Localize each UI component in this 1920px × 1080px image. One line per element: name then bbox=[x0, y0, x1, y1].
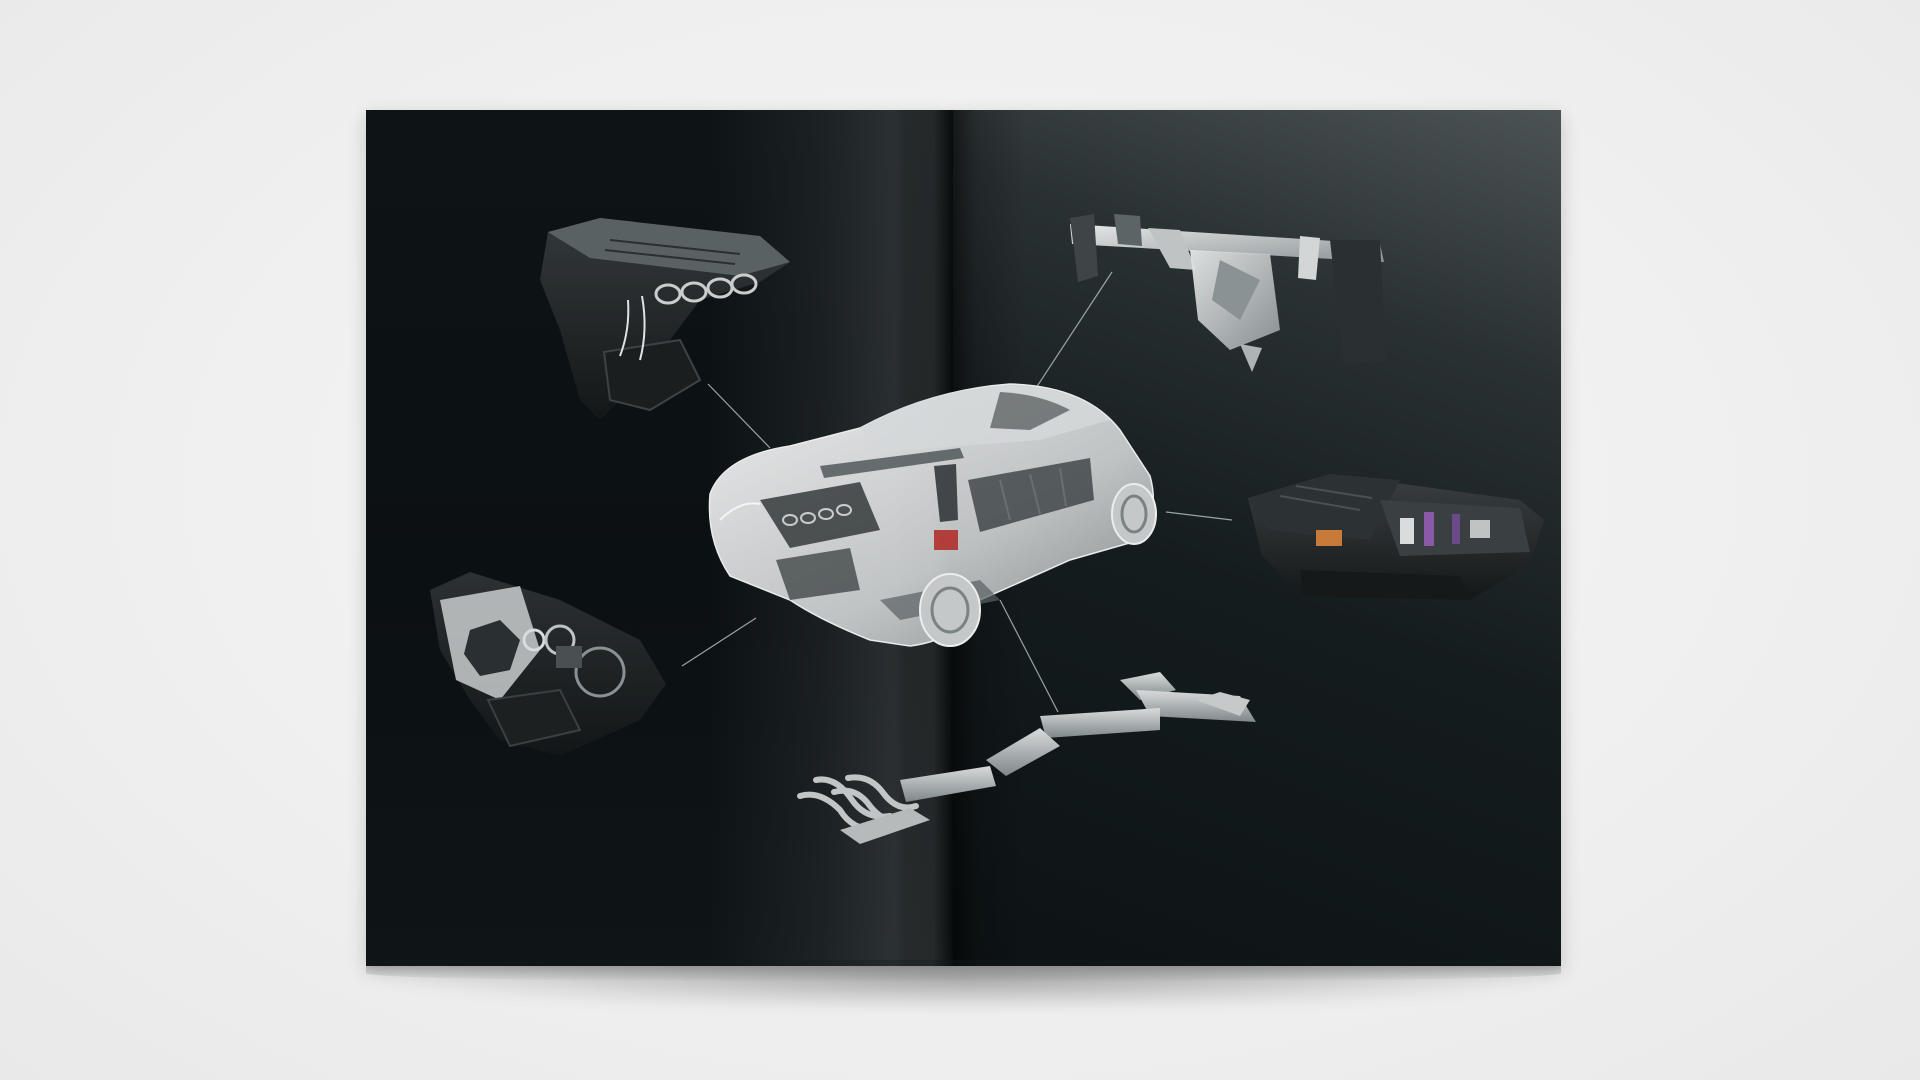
callout-line-engine bbox=[707, 383, 771, 449]
engine-block-icon bbox=[540, 218, 790, 420]
callout-lines bbox=[681, 271, 1233, 713]
callout-line-beam bbox=[1035, 271, 1113, 389]
transparent-car-icon bbox=[708, 383, 1157, 647]
exhaust-system-icon bbox=[797, 672, 1256, 844]
transmission-housing-icon bbox=[430, 572, 666, 756]
callout-line-battery bbox=[1165, 511, 1233, 521]
callout-line-transmission bbox=[681, 617, 757, 667]
page-bottom-curl bbox=[366, 960, 1561, 982]
callout-line-exhaust bbox=[999, 599, 1059, 713]
battery-pack-icon bbox=[1248, 474, 1544, 600]
cross-car-beam-icon bbox=[1070, 214, 1386, 372]
